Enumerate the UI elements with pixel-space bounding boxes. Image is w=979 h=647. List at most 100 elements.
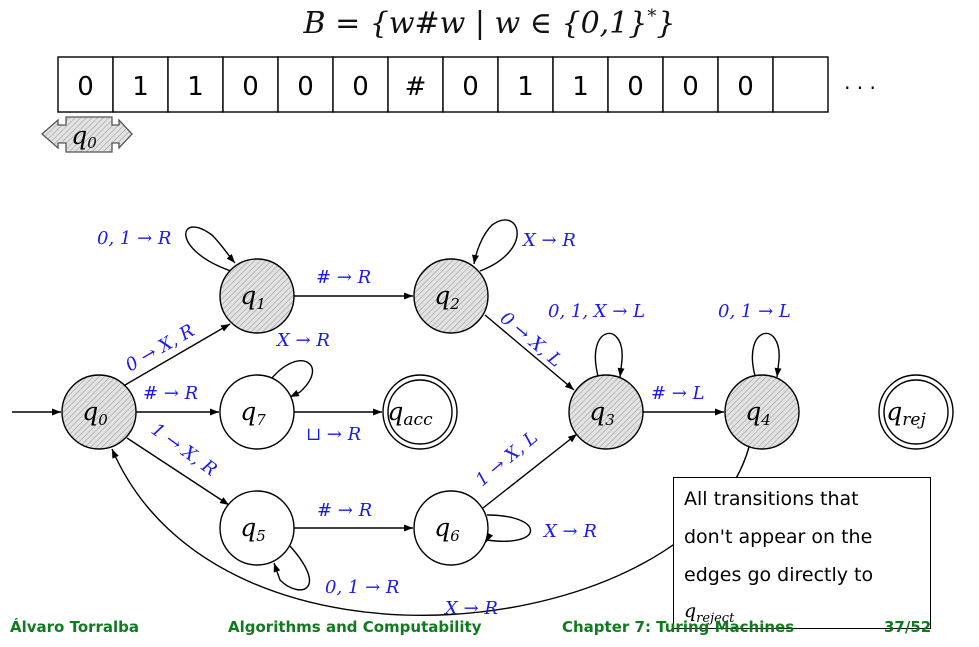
- transition-label-q5-loop: 0, 1 → R: [325, 577, 399, 598]
- transition-label-q1-loop: 0, 1 → R: [97, 228, 171, 249]
- tape-cell-border: [167, 56, 224, 113]
- state-q1: q1: [219, 258, 295, 334]
- transition-label-q6-loop: X → R: [542, 521, 597, 542]
- tape-cell-border: [387, 56, 444, 113]
- tape-cell: 0: [277, 56, 334, 113]
- loop-q6: [485, 514, 531, 543]
- loop-q3: [594, 332, 625, 378]
- state-q0: q0: [61, 374, 137, 450]
- loop-q2: [472, 219, 518, 272]
- tape-cell-symbol: 0: [77, 72, 94, 102]
- tape-cell-symbol: 0: [627, 72, 644, 102]
- note-reject-state: q: [684, 600, 697, 622]
- state-label-sub: 4: [760, 411, 771, 429]
- state-circle: [413, 490, 489, 566]
- tape-cell-border: [772, 56, 829, 113]
- transition-label-q3-loop: 0, 1, X → L: [548, 301, 645, 322]
- transition-label-q4-q0: X → R: [443, 598, 498, 619]
- tape-cell: 1: [167, 56, 224, 113]
- tape-cell-border: [607, 56, 664, 113]
- footer-page: 37/52: [884, 618, 932, 636]
- state-q5: q5: [219, 490, 295, 566]
- edge-q2-q3: [484, 314, 575, 391]
- state-circle: [219, 258, 295, 334]
- transition-label-q5-q6: # → R: [317, 500, 372, 521]
- state-label: q7: [240, 397, 266, 429]
- tape-head-state-sub: 0: [87, 134, 97, 152]
- language-definition: B = {w#w | w ∈ {0,1}*}: [0, 6, 979, 41]
- transition-label-q0-q7: # → R: [143, 383, 198, 404]
- tape-cell-symbol: 1: [132, 72, 149, 102]
- state-q3: q3: [568, 374, 644, 450]
- tape-cell-symbol: 0: [737, 72, 754, 102]
- state-qrej: qrej: [878, 374, 954, 450]
- footer-course: Algorithms and Computability: [228, 618, 482, 636]
- transition-label-q3-q4: # → L: [651, 383, 705, 404]
- state-circle: [724, 374, 800, 450]
- transition-label-q0-q5: 1 → X, R: [147, 419, 221, 481]
- state-circle: [568, 374, 644, 450]
- tape-head-arrow: [41, 116, 133, 153]
- state-label-sub: 0: [98, 411, 108, 429]
- footer-chapter: Chapter 7: Turing Machines: [562, 618, 795, 636]
- state-circle: [219, 374, 295, 450]
- tape-cell-border: [222, 56, 279, 113]
- tape-cell: 0: [662, 56, 719, 113]
- state-label-sub: 7: [256, 411, 266, 429]
- language-definition-text: B = {w#w | w ∈ {0,1}: [303, 6, 648, 41]
- transition-label-q1-q2: # → R: [316, 267, 371, 288]
- edge-q6-q3: [482, 433, 578, 509]
- loop-q4: [751, 332, 782, 378]
- transition-label-q2-loop: X → R: [521, 230, 576, 251]
- tape-cell-border: [552, 56, 609, 113]
- state-label-sub: rej: [902, 410, 926, 430]
- transition-label-q6-q3: 1 → X, L: [472, 427, 542, 491]
- tape-cell-symbol: 1: [517, 72, 534, 102]
- note-line-2: don't appear on the: [684, 526, 873, 548]
- note-box: All transitions that don't appear on the…: [673, 477, 931, 629]
- tape-cell-symbol: 0: [462, 72, 479, 102]
- state-qacc: qacc: [382, 374, 458, 450]
- tape-cell: 0: [332, 56, 389, 113]
- state-label: q3: [589, 397, 615, 429]
- note-reject-sub: reject: [696, 610, 735, 626]
- state-label-sub: 5: [256, 527, 266, 545]
- note-line-3: edges go directly to: [684, 564, 874, 586]
- tape-cell-symbol: 1: [187, 72, 204, 102]
- transition-label-q0-q1: 0 → X, R: [122, 320, 198, 376]
- tape-ellipsis: · · ·: [844, 76, 876, 100]
- loop-q1: [185, 226, 236, 272]
- kleene-star: *: [647, 6, 657, 27]
- language-definition-close: }: [656, 6, 676, 41]
- tape-cell: 0: [607, 56, 664, 113]
- state-q4: q4: [724, 374, 800, 450]
- tape-cell-symbol: 0: [352, 72, 369, 102]
- note-line-1: All transitions that: [684, 488, 859, 510]
- state-q6: q6: [413, 490, 489, 566]
- tape-cell-symbol: 0: [242, 72, 259, 102]
- transition-label-q4-loop: 0, 1 → L: [718, 301, 791, 322]
- loop-q5: [273, 544, 311, 591]
- state-circle: [413, 258, 489, 334]
- tape-cell-border: [717, 56, 774, 113]
- accepting-ring: [387, 379, 453, 445]
- tape-cell-border: [332, 56, 389, 113]
- tape-cell: 1: [112, 56, 169, 113]
- tape-cell-symbol: 0: [682, 72, 699, 102]
- edge-q0-q1: [124, 323, 231, 386]
- tape-cell-border: [112, 56, 169, 113]
- state-label-sub: acc: [403, 410, 433, 430]
- state-circle: [61, 374, 137, 450]
- transition-label-q7-qacc: ⊔ → R: [306, 424, 361, 445]
- state-label-sub: 6: [450, 527, 460, 545]
- transition-label-q7-loop: X → R: [275, 330, 330, 351]
- tape-cell: [772, 56, 829, 113]
- tape-cell-border: [57, 56, 114, 113]
- loop-q7: [271, 360, 314, 398]
- state-label-sub: 1: [256, 295, 266, 313]
- state-circle: [219, 490, 295, 566]
- note-line-4: qreject: [684, 594, 920, 636]
